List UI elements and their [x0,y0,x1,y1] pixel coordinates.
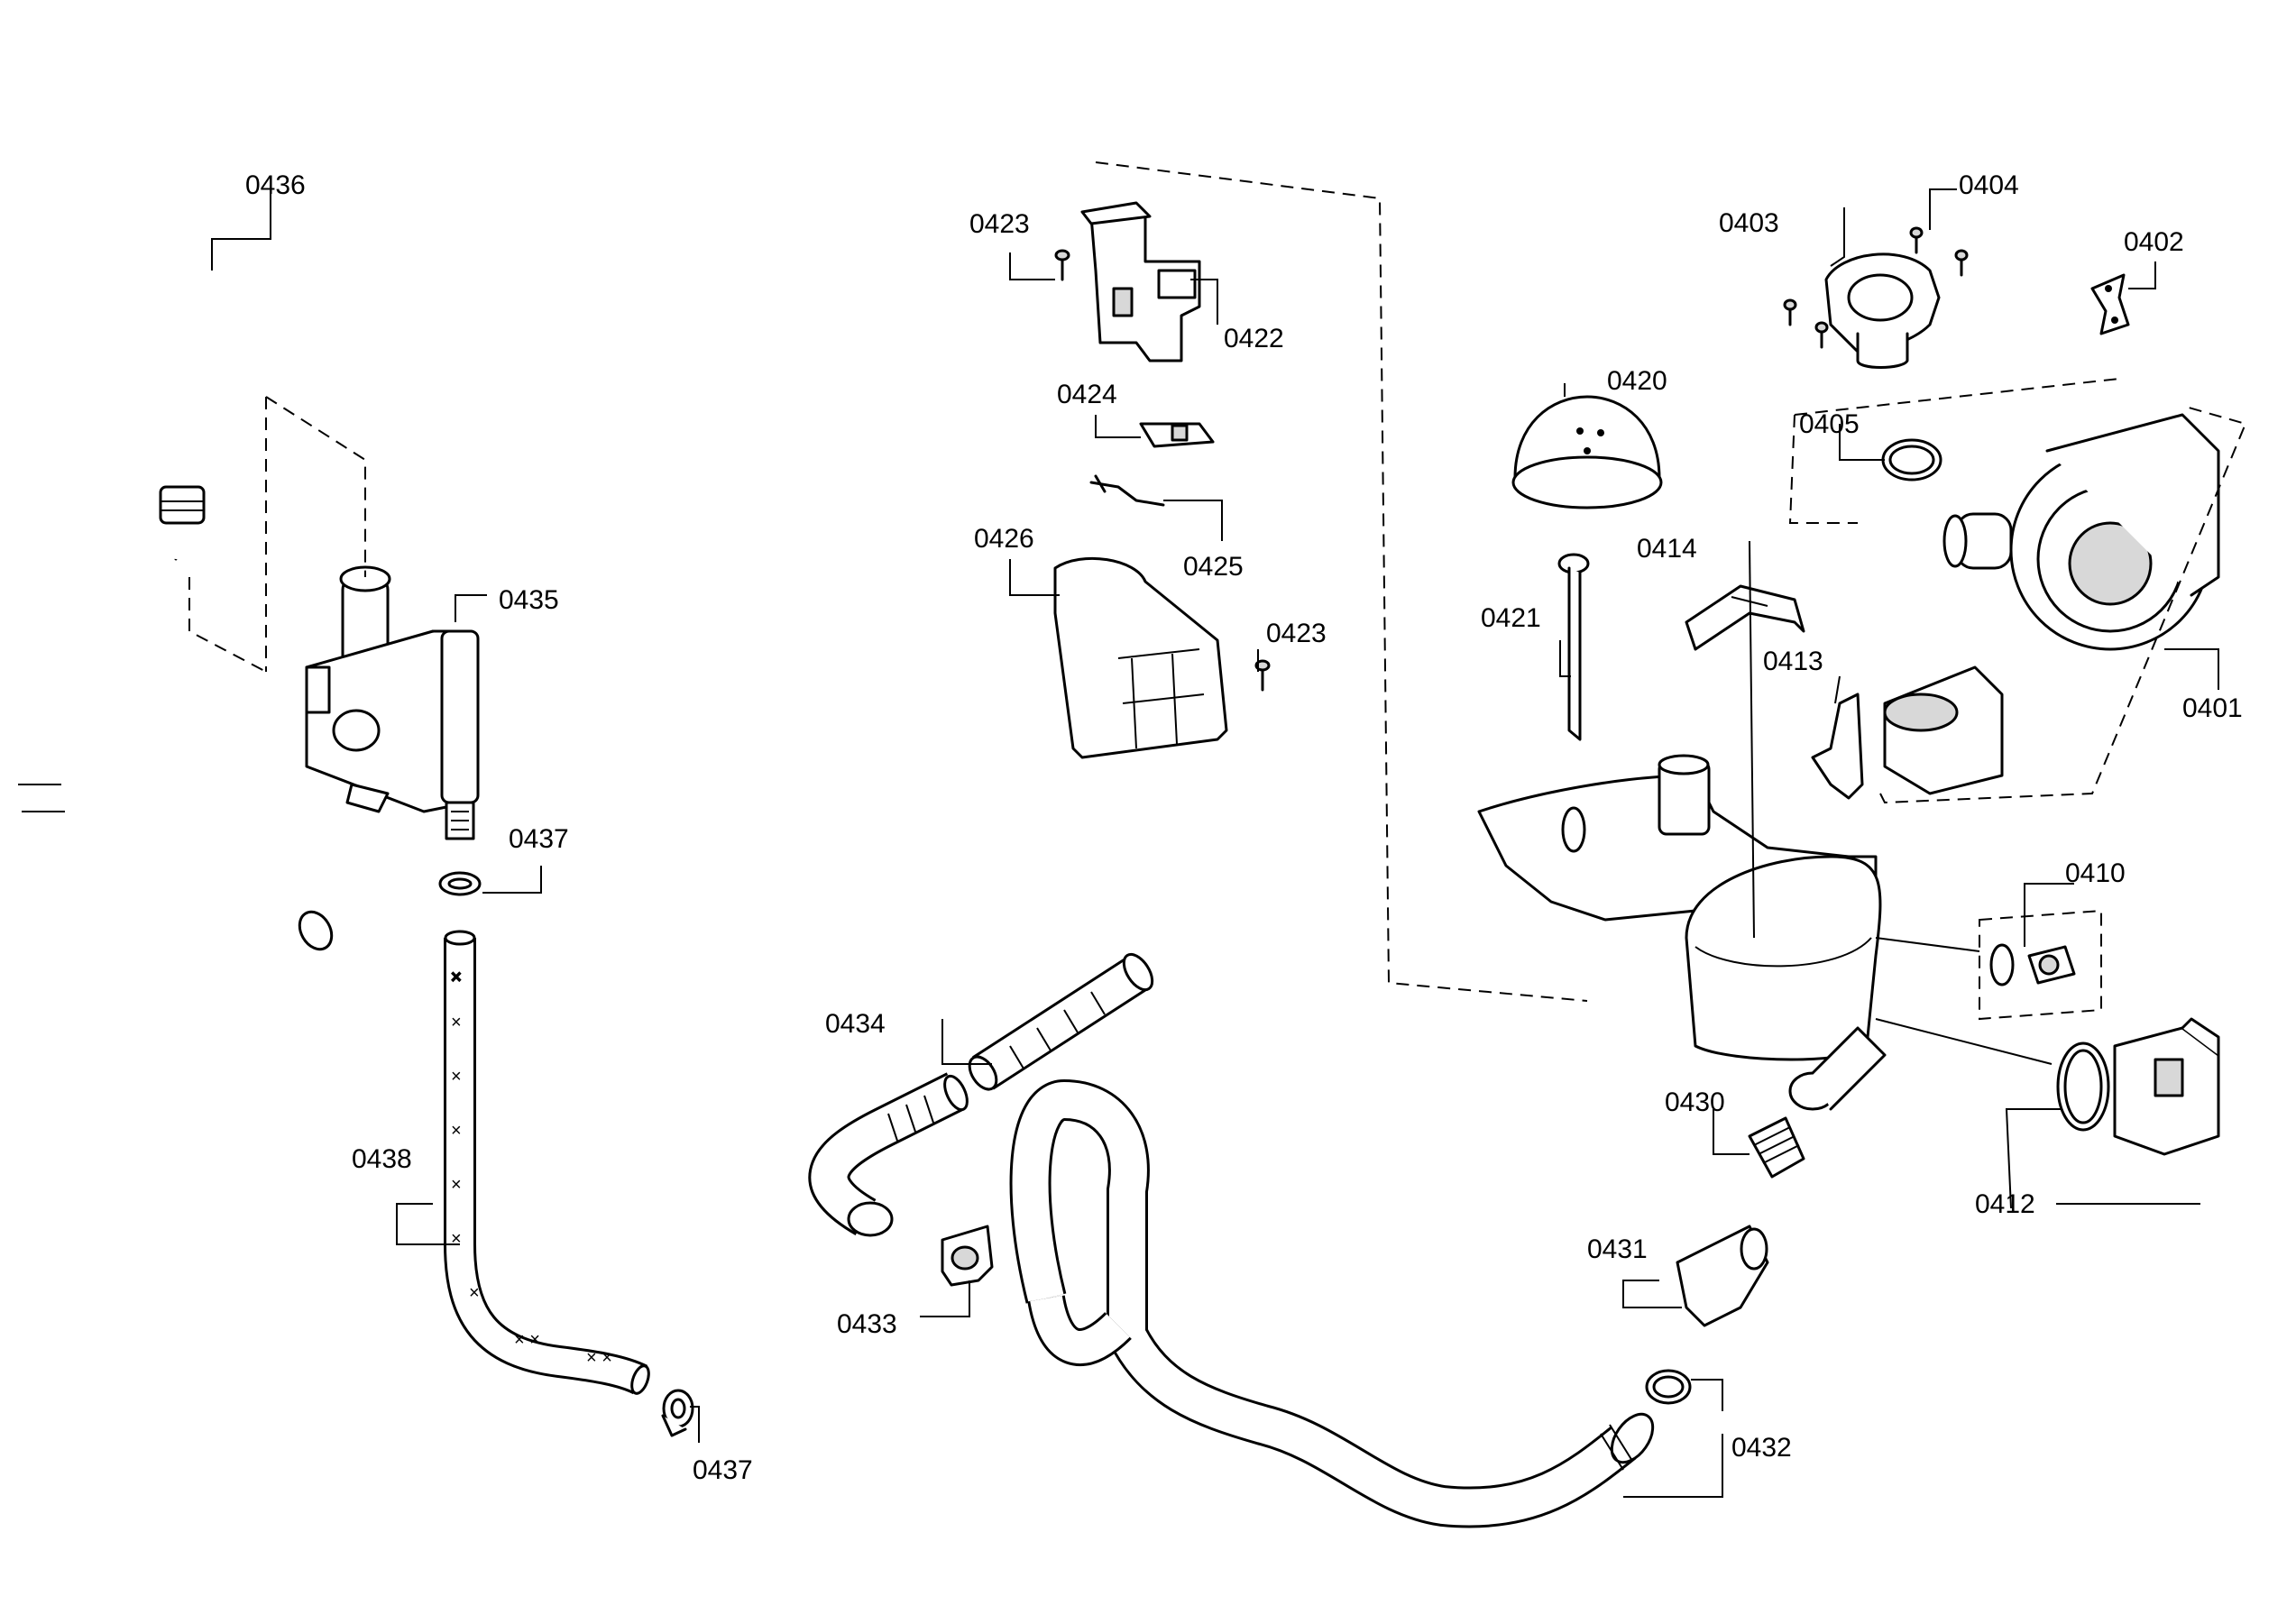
part-0414-clip[interactable] [1685,584,1805,651]
svg-text:× ×: × × [586,1348,612,1368]
sump-outlet [1788,1026,1887,1111]
svg-text:×: × [451,1013,462,1032]
part-0425-clip[interactable] [1089,474,1165,507]
callout-0403: 0403 [1719,208,1779,238]
callout-0432: 0432 [1731,1433,1792,1463]
svg-text:×: × [469,1283,480,1303]
callout-0437-upper: 0437 [509,824,569,854]
part-0420-cap[interactable] [1511,395,1663,509]
part-0437-clamp-upper[interactable] [438,871,482,896]
part-0436-hose[interactable] [5,113,338,955]
callout-0423-lower: 0423 [1266,619,1327,648]
guide-line [265,396,366,577]
part-0402-bracket[interactable] [2090,273,2130,335]
part-0424-switch[interactable] [1139,422,1215,448]
part-0431-sleeve[interactable] [1676,1225,1769,1327]
part-0401-pump[interactable] [1942,413,2220,651]
callout-0438: 0438 [352,1144,412,1174]
callout-0433: 0433 [837,1309,897,1339]
callout-0423-upper: 0423 [969,209,1030,239]
callout-0412: 0412 [1975,1189,2035,1219]
guide-line [1788,414,1858,524]
guide-line [1979,909,2102,1021]
callout-0402: 0402 [2124,227,2184,257]
callout-0404: 0404 [1959,170,2019,200]
part-0438-inlet-hose[interactable]: × × × × × × × × × × × [444,930,652,1396]
svg-text:×: × [451,1229,462,1249]
svg-text:×: × [451,1121,462,1141]
part-0432-ring[interactable] [1645,1369,1692,1405]
callout-0425: 0425 [1183,552,1244,582]
callout-0424: 0424 [1057,380,1117,409]
svg-text:×: × [451,968,462,987]
part-0426-basket[interactable] [1053,556,1228,759]
callout-0422: 0422 [1224,324,1284,353]
svg-text:× ×: × × [514,1330,540,1350]
part-0421-rod[interactable] [1557,553,1590,741]
callout-0405: 0405 [1799,409,1860,439]
part-0433-clip[interactable] [941,1225,994,1287]
part-0405-gasket[interactable] [1881,438,1942,482]
callout-0430: 0430 [1665,1087,1725,1117]
guide-line [1794,378,2120,416]
guide-line [188,577,267,673]
part-0412-heater[interactable] [2056,1017,2220,1156]
callout-0437-lower: 0437 [693,1455,753,1485]
callout-0420: 0420 [1607,366,1667,396]
callout-0414: 0414 [1637,534,1697,564]
callout-0434: 0434 [825,1009,886,1039]
part-0403-housing[interactable] [1824,252,1941,369]
part-0410-sensor[interactable] [1989,943,2076,986]
callout-0435: 0435 [499,585,559,615]
part-0437-clamp-lower[interactable] [661,1389,694,1437]
svg-text:×: × [451,1175,462,1195]
callout-0401: 0401 [2182,693,2243,723]
sump-housing [1477,754,1882,1061]
callout-0413: 0413 [1763,647,1823,676]
callout-0410: 0410 [2065,858,2126,888]
part-0423-screw-upper[interactable] [1054,249,1070,281]
guide-line [1095,161,1588,1002]
callout-0426: 0426 [974,524,1034,554]
part-0434-hose-upper[interactable] [964,950,1158,1094]
part-0401-inlet[interactable] [1883,665,2004,795]
part-0413-latch[interactable] [1811,693,1864,800]
part-main-drain-hose[interactable] [1009,1078,1661,1528]
leader-lines [211,185,2219,1498]
callout-0431: 0431 [1587,1234,1648,1264]
guide-line [1879,405,2247,804]
callout-0436: 0436 [245,170,306,200]
part-0423-screw-lower[interactable] [1254,659,1271,692]
part-0430-filter[interactable] [1748,1116,1805,1179]
part-0422-bracket[interactable] [1080,201,1201,362]
svg-text:×: × [451,1067,462,1087]
part-0435-valve[interactable] [305,565,480,840]
part-0434-hose-lower[interactable] [808,1072,972,1237]
part-0404-screws[interactable] [1783,226,1969,349]
callout-0421: 0421 [1481,603,1541,633]
